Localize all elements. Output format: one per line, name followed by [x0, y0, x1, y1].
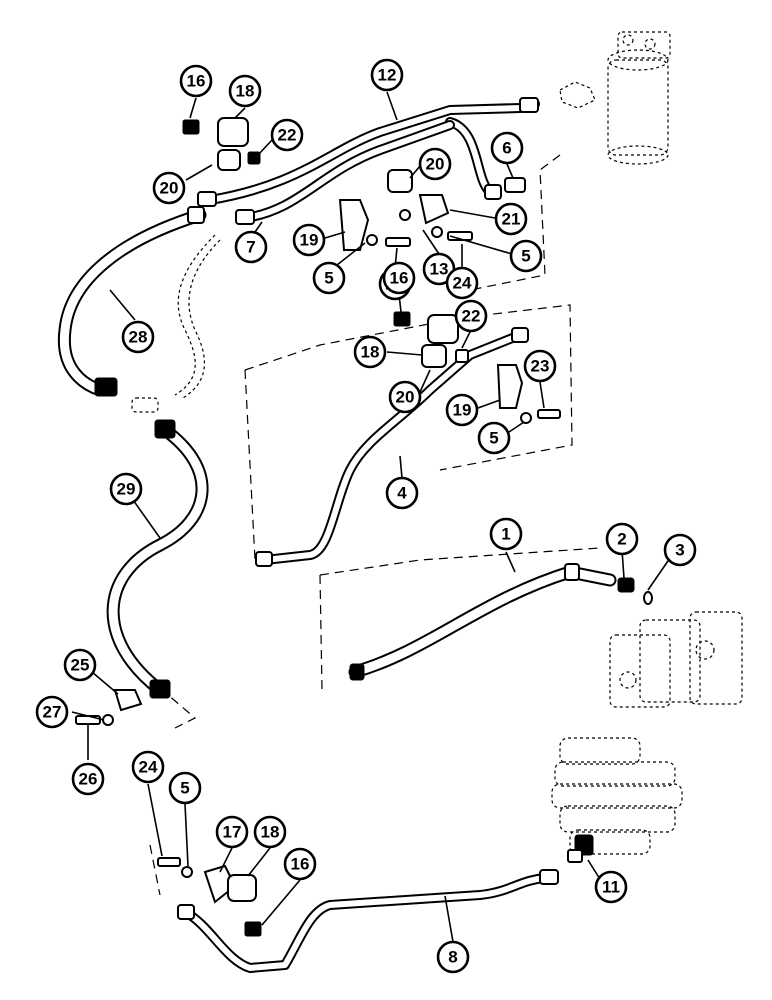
callout-26: 26: [71, 762, 105, 796]
callout-12: 12: [370, 58, 404, 92]
fitting-6: [504, 177, 526, 193]
assembly-boundaries: [149, 154, 601, 896]
callout-22: 22: [270, 118, 304, 152]
callout-label: 1: [501, 525, 510, 544]
callout-label: 5: [180, 779, 189, 798]
callout-18: 18: [253, 815, 287, 849]
callout-label: 16: [390, 269, 409, 288]
callout-label: 5: [489, 429, 498, 448]
callout-label: 3: [675, 541, 684, 560]
callout-label: 16: [187, 72, 206, 91]
callout-22: 22: [454, 299, 488, 333]
callout-7: 7: [234, 230, 268, 264]
callout-label: 27: [43, 703, 62, 722]
callout-label: 29: [117, 480, 136, 499]
callout-label: 7: [246, 238, 255, 257]
callout-label: 11: [602, 878, 620, 897]
callout-label: 26: [79, 770, 98, 789]
callout-label: 18: [261, 823, 280, 842]
callout-20: 20: [152, 171, 186, 205]
tube-7: [235, 120, 502, 225]
callout-5: 5: [477, 421, 511, 455]
callout-20: 20: [418, 147, 452, 181]
hose-28: [57, 206, 207, 397]
o-ring-3: [643, 591, 653, 605]
callout-label: 8: [448, 948, 457, 967]
callout-5: 5: [168, 771, 202, 805]
callout-label: 2: [617, 530, 626, 549]
fitting-2: [617, 577, 635, 593]
callout-label: 12: [378, 66, 397, 85]
hose-29: [106, 419, 209, 699]
callout-24: 24: [445, 266, 479, 300]
callout-19: 19: [445, 393, 479, 427]
callout-label: 17: [223, 823, 242, 842]
callout-6: 6: [490, 131, 524, 165]
callout-18: 18: [353, 335, 387, 369]
callout-label: 28: [129, 328, 148, 347]
callout-label: 20: [396, 388, 415, 407]
callout-28: 28: [121, 320, 155, 354]
callout-label: 19: [453, 401, 472, 420]
callout-16: 16: [283, 847, 317, 881]
callout-label: 13: [430, 260, 449, 279]
callout-5: 5: [312, 261, 346, 295]
callout-label: 24: [453, 274, 472, 293]
callout-label: 23: [531, 357, 550, 376]
callout-label: 5: [324, 269, 333, 288]
callout-24: 24: [131, 750, 165, 784]
callout-5: 5: [509, 239, 543, 273]
callout-label: 20: [426, 155, 445, 174]
callout-label: 4: [397, 484, 407, 503]
callout-23: 23: [523, 349, 557, 383]
callout-18: 18: [228, 74, 262, 108]
callout-25: 25: [63, 648, 97, 682]
callout-label: 25: [71, 656, 90, 675]
callout-label: 24: [139, 758, 158, 777]
callout-13: 13: [422, 252, 456, 286]
filter-canister-ghost: [559, 31, 671, 165]
callout-1: 1: [489, 517, 523, 551]
hose-1: [348, 563, 617, 681]
callout-4: 4: [385, 476, 419, 510]
callout-label: 5: [521, 247, 530, 266]
callout-17: 17: [215, 815, 249, 849]
callout-label: 21: [502, 210, 521, 229]
callout-20: 20: [388, 380, 422, 414]
callout-label: 22: [278, 126, 297, 145]
callout-label: 19: [300, 231, 319, 250]
callout-11: 11: [594, 870, 628, 904]
callout-29: 29: [109, 472, 143, 506]
callout-16: 16: [179, 64, 213, 98]
callout-8: 8: [436, 940, 470, 974]
callout-label: 18: [236, 82, 255, 101]
tube-8: [177, 869, 559, 973]
ghost-hose: [131, 234, 221, 413]
callout-27: 27: [35, 695, 69, 729]
clamp-hardware: [75, 117, 561, 937]
control-valve-ghost: [551, 737, 683, 855]
hydraulic-pump-ghost: [609, 611, 743, 708]
callout-16: 16: [382, 261, 416, 295]
fitting-11: [567, 834, 594, 863]
callout-label: 18: [361, 343, 380, 362]
callout-label: 6: [502, 139, 511, 158]
callout-3: 3: [663, 533, 697, 567]
callout-19: 19: [292, 223, 326, 257]
leader-lines: [71, 91, 671, 943]
callout-labels: 16 18 12 22 20 20 6 21 19 7 5 23 13 24 5…: [35, 58, 697, 974]
callout-21: 21: [494, 202, 528, 236]
callout-label: 22: [462, 307, 481, 326]
callout-label: 16: [291, 855, 310, 874]
callout-2: 2: [605, 522, 639, 556]
callout-label: 20: [160, 179, 179, 198]
